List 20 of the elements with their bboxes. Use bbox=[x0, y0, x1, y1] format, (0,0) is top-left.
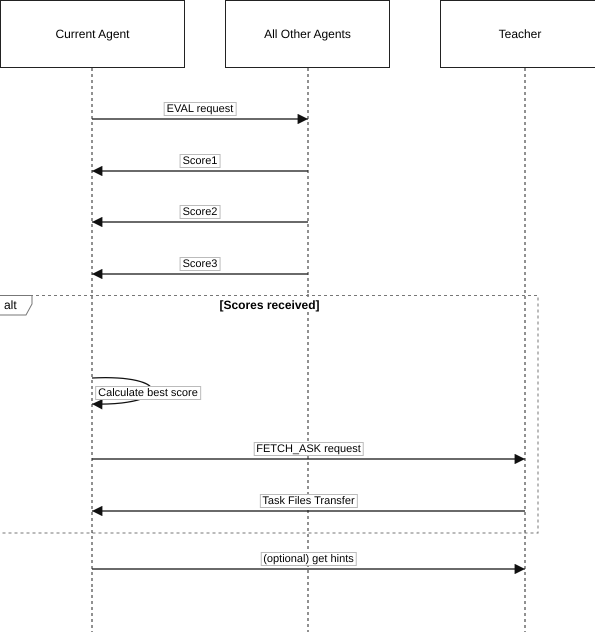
message-label: (optional) get hints bbox=[260, 552, 357, 566]
participant-box: Current Agent bbox=[0, 0, 185, 68]
participant-box: Teacher bbox=[440, 0, 595, 68]
message-label: Score3 bbox=[180, 257, 220, 271]
message-label: Score1 bbox=[180, 154, 220, 168]
message-label: FETCH_ASK request bbox=[253, 442, 364, 456]
message-arrow bbox=[92, 268, 308, 280]
message-label: Score2 bbox=[180, 205, 220, 219]
participant-box: All Other Agents bbox=[225, 0, 390, 68]
message-label: Calculate best score bbox=[95, 386, 201, 400]
message-label: Task Files Transfer bbox=[259, 494, 358, 508]
message-label: EVAL request bbox=[164, 102, 236, 116]
fragment-operator: alt bbox=[4, 298, 17, 312]
message-arrow bbox=[92, 216, 308, 228]
message-arrow bbox=[92, 114, 308, 124]
guard-condition: [Scores received] bbox=[219, 298, 320, 312]
message-arrow bbox=[92, 166, 308, 176]
message-arrow bbox=[92, 454, 525, 464]
message-arrow bbox=[92, 564, 525, 574]
message-arrow bbox=[92, 506, 525, 516]
